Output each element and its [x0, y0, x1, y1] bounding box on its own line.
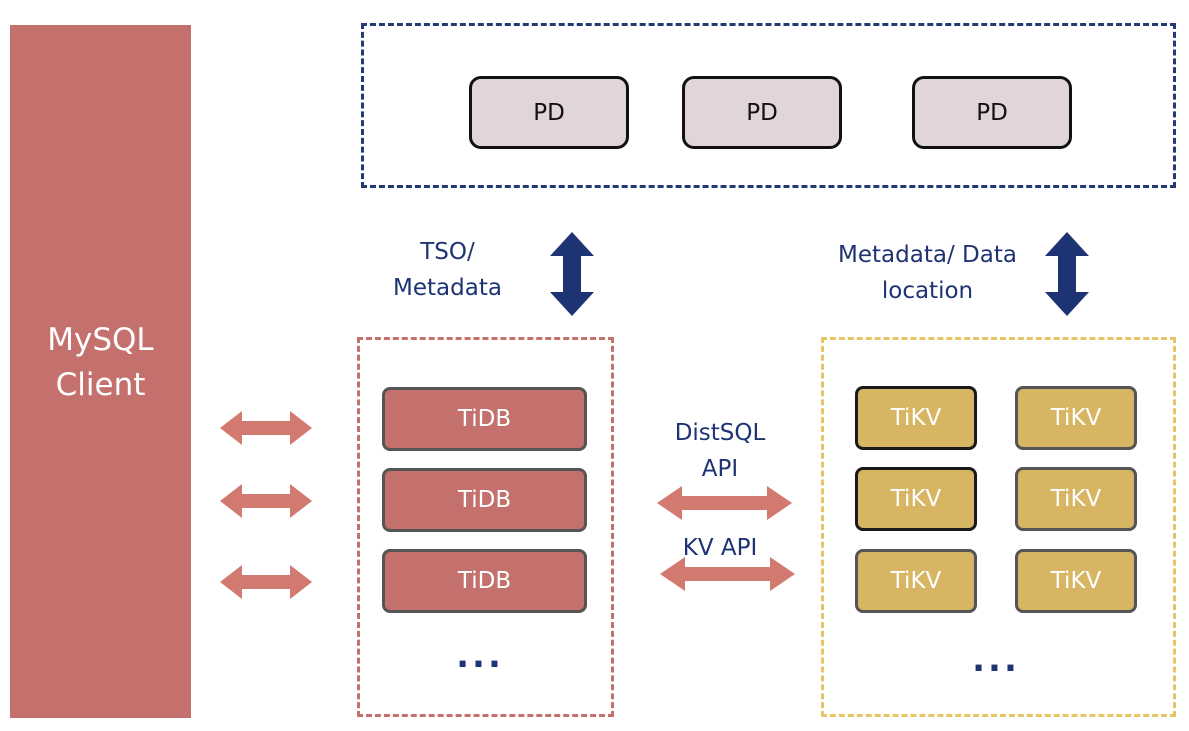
pd-cluster-group: [361, 23, 1176, 188]
mysql-client-label: MySQL Client: [10, 318, 191, 408]
tso-label-line1: TSO/: [420, 239, 475, 265]
tikv-node-6: TiKV: [1015, 549, 1137, 613]
kv-api-label: KV API: [682, 535, 758, 561]
pd-node-1: PD: [469, 76, 629, 149]
client-tidb-arrow-2: [220, 484, 312, 518]
tikv-node-1: TiKV: [855, 386, 977, 450]
tikv-cluster-group: [821, 337, 1176, 717]
tikv-node-3: TiKV: [855, 467, 977, 531]
mysql-client-label-line1: MySQL: [47, 322, 154, 358]
tidb-node-1: TiDB: [382, 387, 587, 451]
tso-label-line2: Metadata: [393, 275, 502, 301]
mysql-client-label-line2: Client: [55, 367, 146, 403]
metadata-label-line1: Metadata/ Data: [838, 242, 1017, 268]
pd-tidb-arrow: [550, 232, 594, 316]
distsql-api-label: DistSQL API: [650, 415, 790, 487]
distsql-arrow: [657, 486, 792, 520]
mysql-client-bar: [10, 25, 191, 718]
tidb-node-3: TiDB: [382, 549, 587, 613]
pd-node-2: PD: [682, 76, 842, 149]
distsql-label-line2: API: [701, 456, 739, 482]
tidb-cluster-group: [357, 337, 614, 717]
tso-metadata-label: TSO/ Metadata: [370, 234, 525, 306]
tidb-more-ellipsis: ...: [456, 636, 504, 676]
client-tidb-arrow-3: [220, 565, 312, 599]
tikv-node-5: TiKV: [855, 549, 977, 613]
pd-node-3: PD: [912, 76, 1072, 149]
distsql-label-line1: DistSQL: [674, 420, 766, 446]
metadata-location-label: Metadata/ Data location: [810, 237, 1045, 309]
pd-tikv-arrow: [1045, 232, 1089, 316]
kv-api-arrow: [660, 557, 795, 591]
client-tidb-arrow-1: [220, 411, 312, 445]
tikv-more-ellipsis: ...: [972, 640, 1020, 680]
tikv-node-2: TiKV: [1015, 386, 1137, 450]
tikv-node-4: TiKV: [1015, 467, 1137, 531]
tidb-node-2: TiDB: [382, 468, 587, 532]
metadata-label-line2: location: [881, 278, 974, 304]
